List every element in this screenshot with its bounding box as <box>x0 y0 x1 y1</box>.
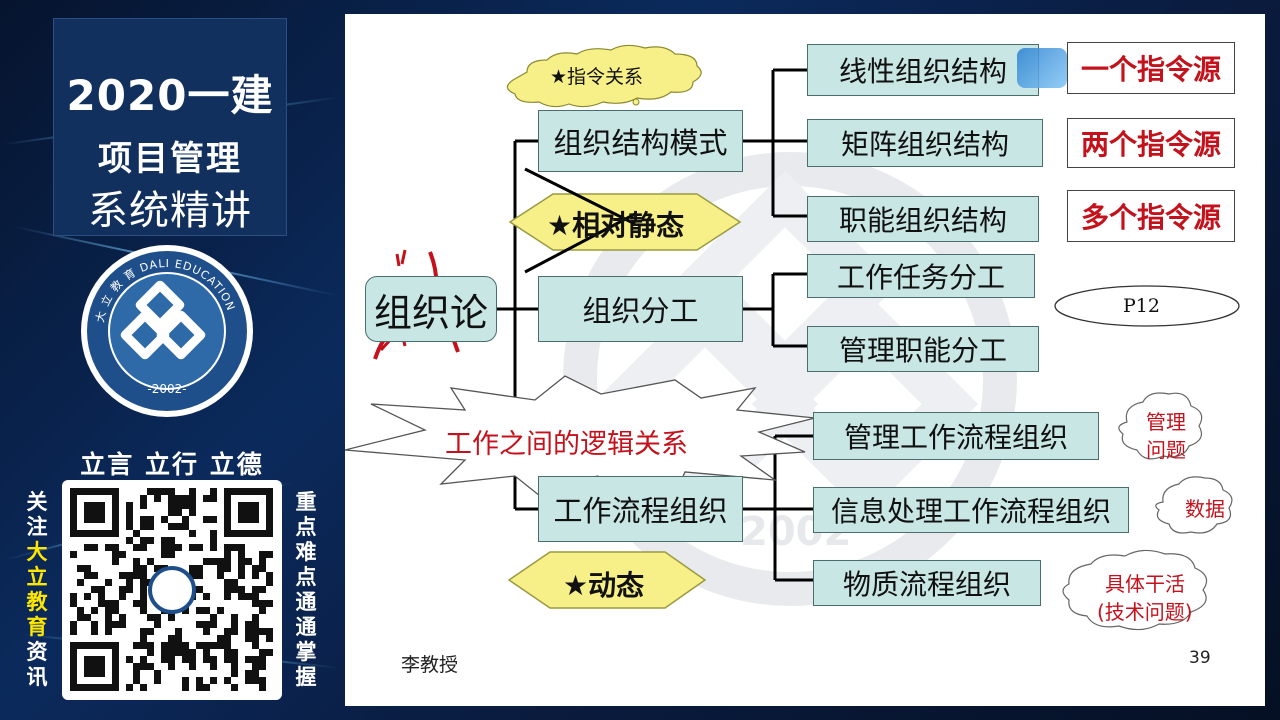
note-two-command-sources: 两个指令源 <box>1067 118 1235 168</box>
cloud-management-issue-line1: 管理 <box>1146 410 1186 434</box>
course-subtitle: 系统精讲 <box>88 188 252 234</box>
note-multiple-command-sources: 多个指令源 <box>1067 190 1235 242</box>
follow-vertical-char: 大 <box>26 540 48 564</box>
branch-workflow-organization: 工作流程组织 <box>538 476 743 542</box>
cloud-data: 数据 <box>1185 497 1225 521</box>
qr-code[interactable] <box>62 480 282 700</box>
logo-year: -2002- <box>147 382 186 396</box>
follow-vertical-char: 立 <box>26 565 48 589</box>
key-points-vertical-char: 点 <box>295 565 317 589</box>
key-points-vertical-char: 重 <box>295 490 317 514</box>
author-name: 李教授 <box>401 654 459 676</box>
key-points-vertical-char: 通 <box>295 590 317 614</box>
slide-page-number: 39 <box>1189 648 1211 668</box>
leaf-management-function-division: 管理职能分工 <box>807 326 1039 372</box>
cloud-management-issue-line2: 问题 <box>1146 438 1186 462</box>
course-sidebar: 2020一建 项目管理 系统精讲 大 立 教 育 DALI EDUCATION … <box>0 0 345 720</box>
course-subject: 项目管理 <box>98 139 242 179</box>
follow-vertical-char: 关 <box>26 490 48 514</box>
video-logo-overlay <box>1017 48 1067 88</box>
branch-organization-structure: 组织结构模式 <box>538 110 743 172</box>
cloud-work-line2: (技术问题) <box>1097 600 1193 624</box>
leaf-task-division: 工作任务分工 <box>807 254 1035 298</box>
course-year-title: 2020一建 <box>66 71 274 120</box>
leaf-management-workflow: 管理工作流程组织 <box>813 412 1099 460</box>
leaf-material-workflow: 物质流程组织 <box>813 560 1041 606</box>
key-points-vertical-char: 掌 <box>295 640 317 664</box>
key-points-vertical-char: 点 <box>295 515 317 539</box>
branch-organization-division: 组织分工 <box>538 276 743 342</box>
root-node: 组织论 <box>365 276 497 342</box>
callout-logical-relation: 工作之间的逻辑关系 <box>445 429 688 460</box>
leaf-linear-structure: 线性组织结构 <box>807 44 1039 96</box>
dali-education-logo: 大 立 教 育 DALI EDUCATION -2002- <box>79 243 255 419</box>
key-points-vertical-char: 握 <box>295 665 317 689</box>
motto: 立言 立行 立德 <box>80 450 264 479</box>
follow-vertical-char: 教 <box>26 590 48 614</box>
slide-canvas: 2002 <box>345 14 1265 706</box>
key-points-vertical-text: 重点难点通通掌握 <box>293 490 319 690</box>
page-reference: P12 <box>1123 295 1160 317</box>
course-title-box: 2020一建 项目管理 系统精讲 <box>53 18 287 236</box>
follow-vertical-char: 注 <box>26 515 48 539</box>
follow-vertical-text: 关注大立教育资讯 <box>24 490 50 690</box>
callout-shapes <box>345 44 1240 631</box>
callout-command-relation: ★指令关系 <box>550 66 644 88</box>
note-one-command-source: 一个指令源 <box>1067 42 1235 94</box>
follow-vertical-char: 育 <box>26 615 48 639</box>
callout-relatively-static: ★相对静态 <box>547 209 685 242</box>
cloud-work-line1: 具体干活 <box>1105 572 1185 596</box>
leaf-matrix-structure: 矩阵组织结构 <box>807 119 1043 167</box>
leaf-functional-structure: 职能组织结构 <box>807 196 1039 242</box>
key-points-vertical-char: 通 <box>295 615 317 639</box>
follow-vertical-char: 讯 <box>26 665 48 689</box>
callout-dynamic: ★动态 <box>563 569 645 602</box>
follow-vertical-char: 资 <box>26 640 48 664</box>
leaf-information-workflow: 信息处理工作流程组织 <box>813 487 1129 533</box>
key-points-vertical-char: 难 <box>295 540 317 564</box>
